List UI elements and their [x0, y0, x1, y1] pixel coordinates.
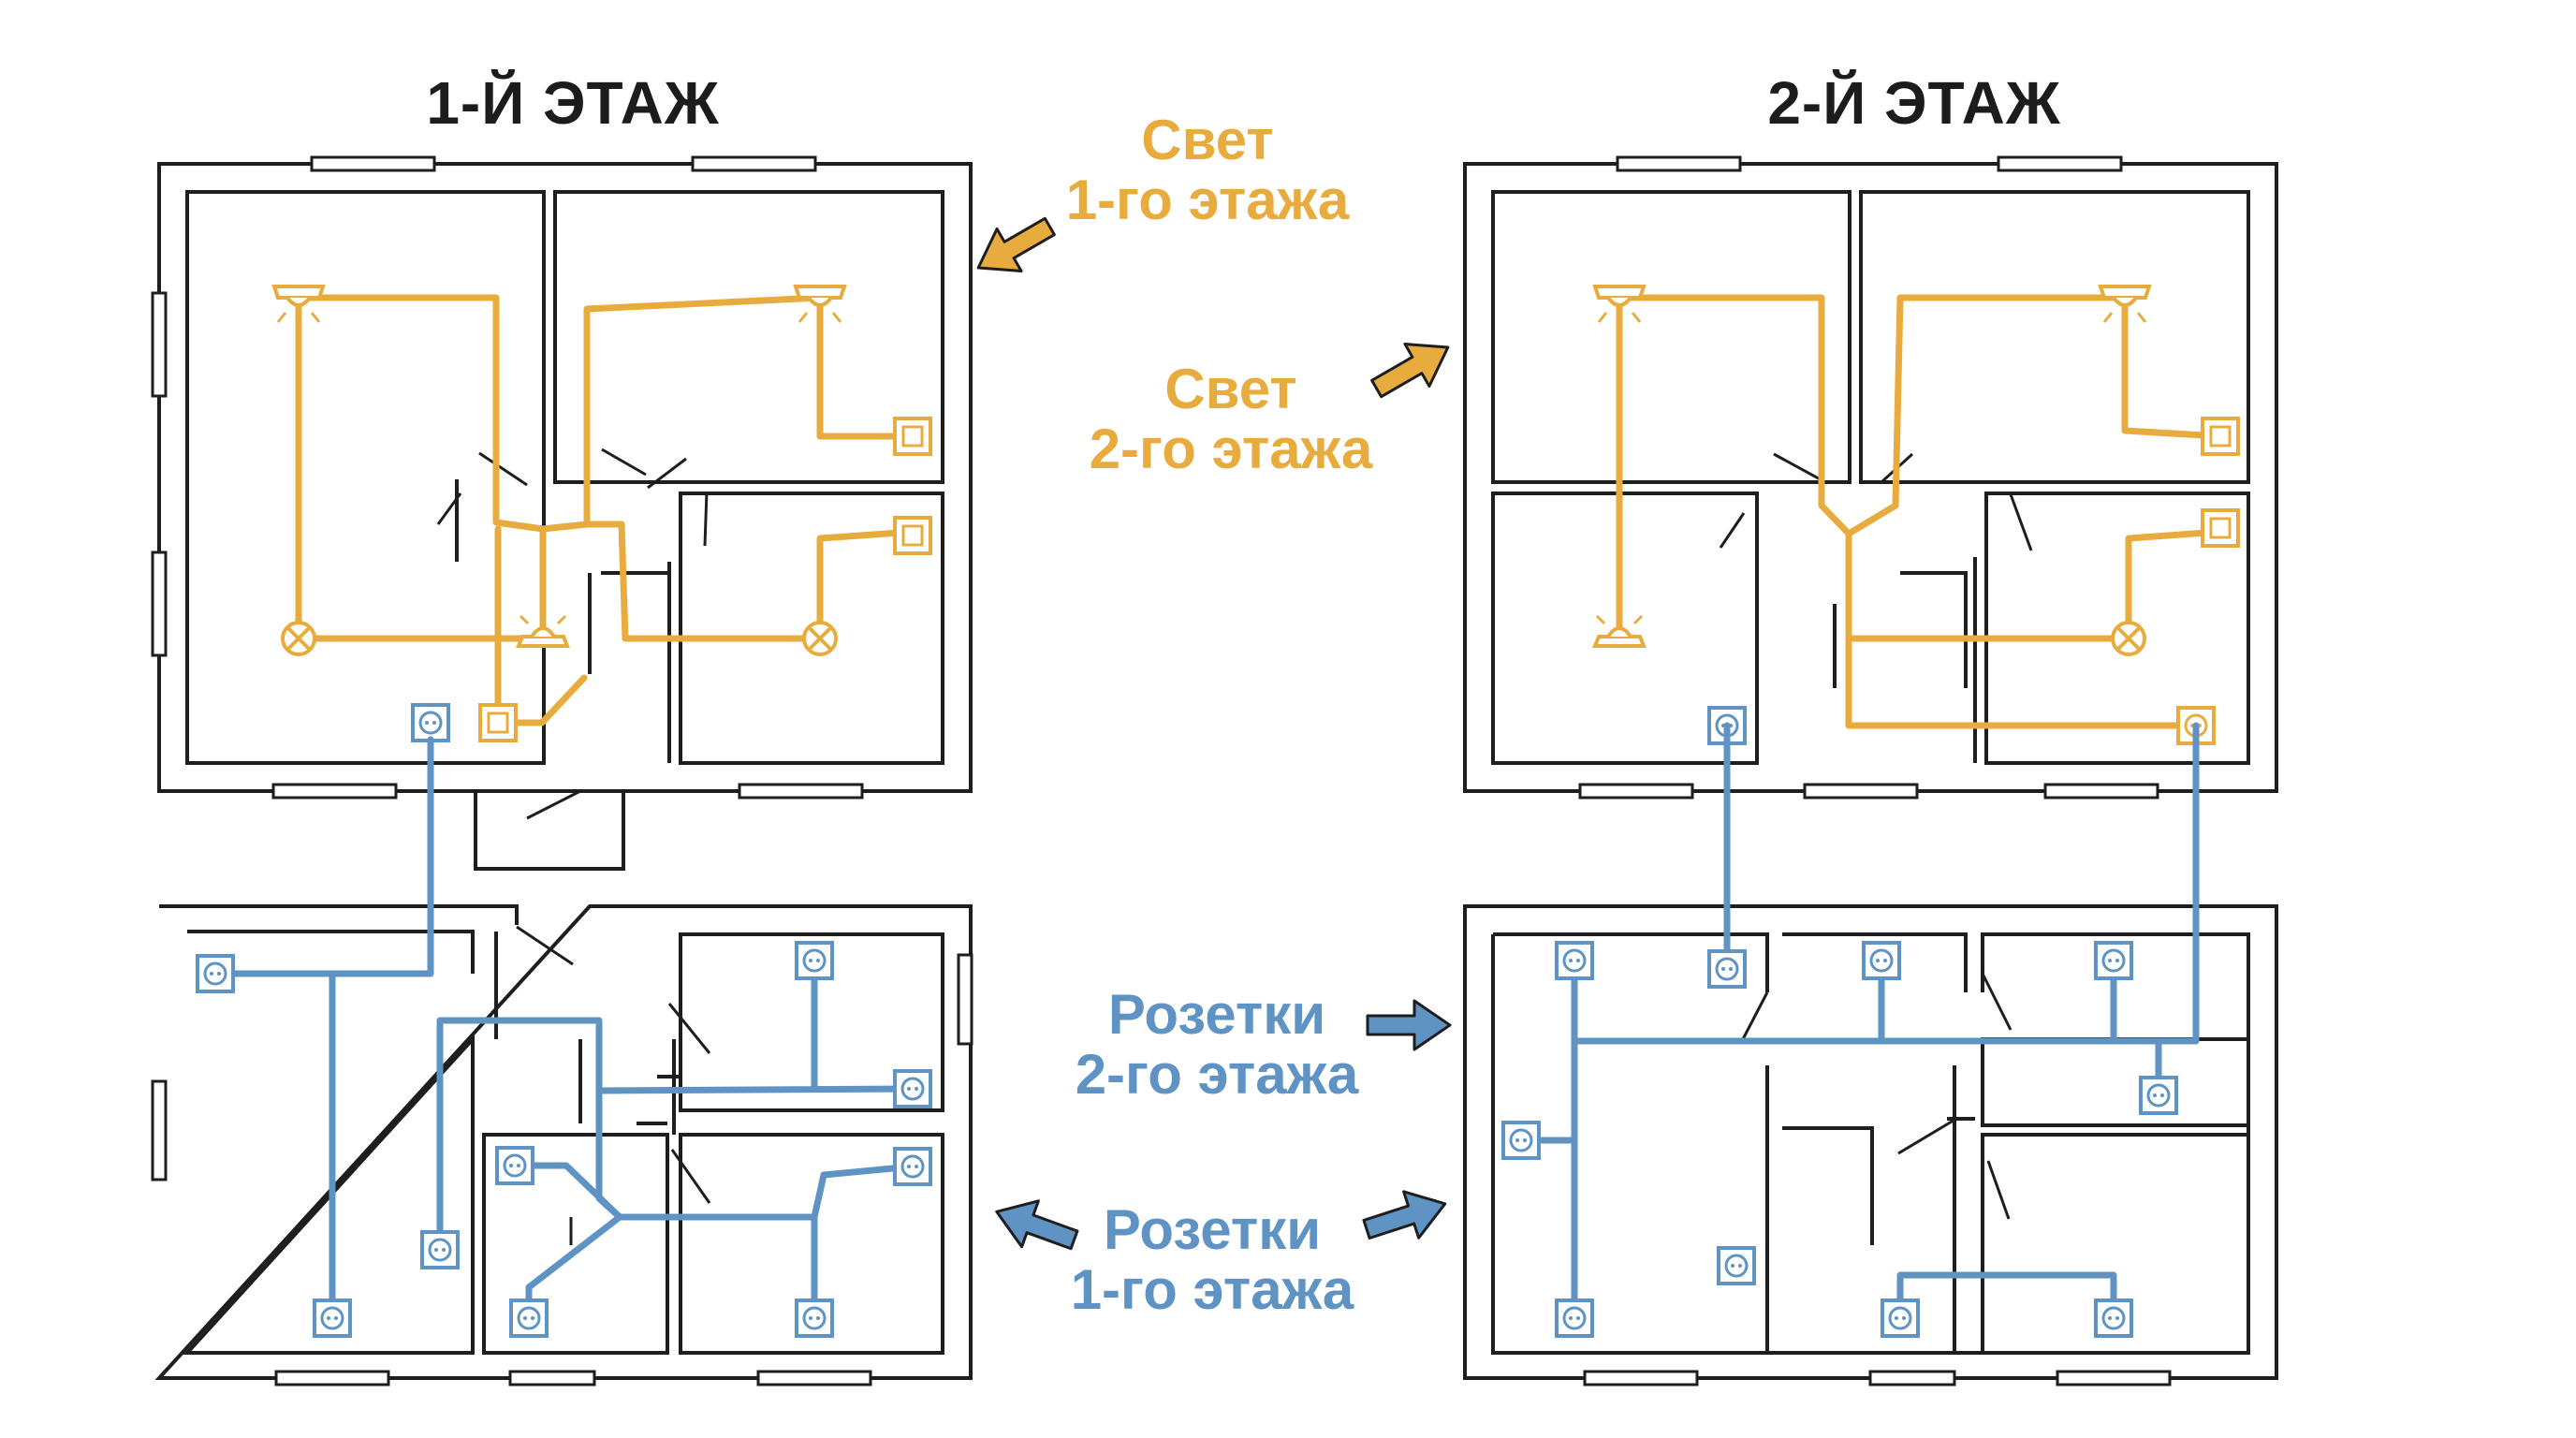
switch-icon [2201, 508, 2240, 548]
label-sockets-floor2-line2: 2-го этажа [1076, 1043, 1359, 1106]
socket-icon [1717, 1246, 1756, 1285]
label-sockets-floor1: Розетки 1-го этажа [1071, 1198, 1354, 1321]
floor1-title: 1-Й ЭТАЖ [426, 68, 720, 137]
ceiling-lamp-icon [1593, 609, 1646, 648]
socket-wires [212, 719, 916, 1322]
walls [1463, 155, 2278, 800]
socket-icon [2094, 941, 2133, 980]
label-light-floor1: Свет 1-го этажа [1066, 109, 1350, 231]
plan-floor2-sockets [1463, 722, 2278, 1387]
ceiling-lamp-icon [1593, 285, 1646, 328]
socket-icon [2139, 1076, 2178, 1115]
switch-icon [893, 516, 932, 555]
walls [151, 155, 973, 871]
socket-icon [420, 1230, 460, 1269]
arrow-icon [987, 1187, 1084, 1265]
lamp-x-icon [281, 621, 316, 656]
arrow-icon [1363, 324, 1462, 412]
socket-wires [1517, 722, 2200, 1322]
socket-icon [1555, 1299, 1594, 1338]
ceiling-lamp-icon [517, 609, 569, 648]
arrow-icon [1366, 999, 1452, 1051]
socket-icon [1881, 1299, 1920, 1338]
socket-icon [795, 1299, 834, 1338]
ceiling-lamp-icon [272, 285, 325, 328]
lamp-x-icon [802, 621, 838, 656]
walls [1463, 904, 2278, 1387]
socket-icon [509, 1299, 549, 1338]
switch-icon [478, 703, 518, 742]
lamp-x-icon [2111, 621, 2146, 656]
label-light-floor2-line1: Свет [1164, 358, 1296, 420]
socket-icon [795, 941, 834, 980]
socket-icon [1862, 941, 1901, 980]
floor2-title: 2-Й ЭТАЖ [1767, 68, 2061, 137]
label-sockets-floor1-line2: 1-го этажа [1071, 1258, 1354, 1321]
socket-icon [313, 1299, 352, 1338]
plan-floor1-sockets [151, 703, 973, 1387]
switch-icon [893, 417, 932, 456]
switch-icon [2201, 417, 2240, 456]
arrow-icon [964, 203, 1063, 291]
socket-icon [1707, 949, 1747, 989]
walls [151, 904, 973, 1387]
light-devices [1593, 285, 2240, 745]
light-wires [1616, 294, 2224, 729]
label-light-floor2-line2: 2-го этажа [1090, 418, 1373, 480]
label-sockets-floor2: Розетки 2-го этажа [1076, 983, 1359, 1106]
socket-icon [1555, 941, 1594, 980]
socket-icon [495, 1146, 534, 1185]
label-light-floor2: Свет 2-го этажа [1090, 358, 1373, 480]
ceiling-lamp-icon [794, 285, 846, 328]
socket-icon [196, 954, 235, 993]
socket-icon [893, 1147, 932, 1186]
label-light-floor1-line1: Свет [1141, 109, 1273, 171]
label-sockets-floor2-line1: Розетки [1108, 983, 1325, 1046]
ceiling-lamp-icon [2099, 285, 2151, 328]
light-devices [272, 285, 932, 742]
arrow-icon [1357, 1179, 1455, 1255]
socket-icon [2094, 1299, 2133, 1338]
plan-floor1-light [151, 155, 973, 871]
plan-floor2-light [1463, 155, 2278, 800]
light-wires [295, 294, 916, 726]
label-sockets-floor1-line1: Розетки [1104, 1198, 1321, 1261]
socket-icon [411, 703, 450, 742]
socket-icon [1501, 1121, 1541, 1160]
socket-icon [893, 1069, 932, 1108]
label-light-floor1-line2: 1-го этажа [1066, 169, 1350, 231]
